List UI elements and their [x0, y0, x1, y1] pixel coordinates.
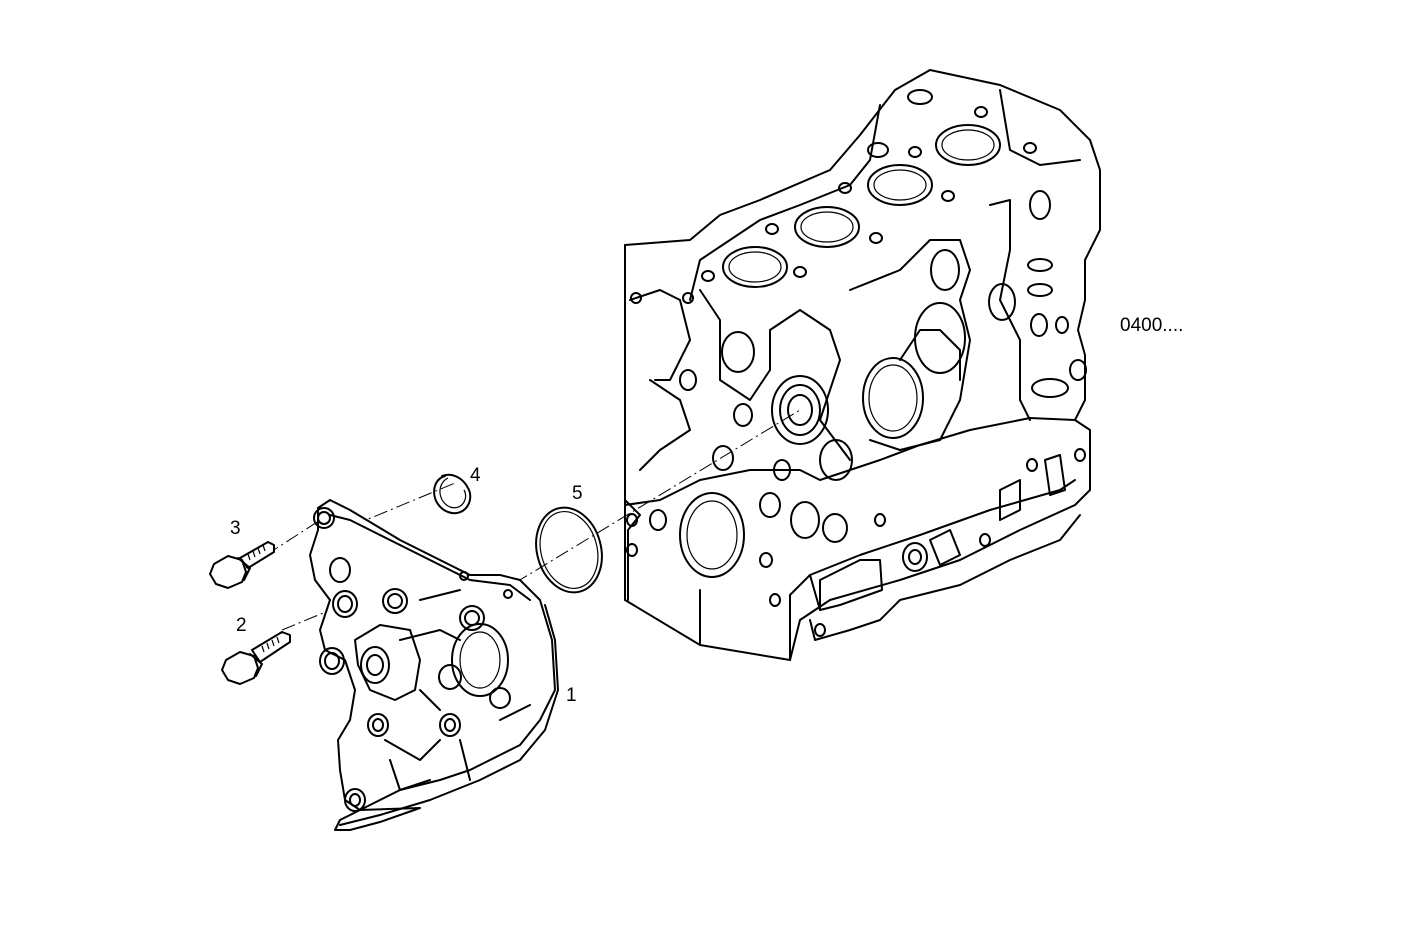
callout-5: 5: [572, 483, 583, 504]
part-5-o-ring: [535, 506, 603, 594]
callout-4: 4: [470, 465, 481, 486]
part-3-bolt: [209, 541, 275, 589]
callout-1: 1: [566, 685, 577, 706]
part-4-seal-ring: [433, 473, 472, 515]
part-2-bolt: [221, 631, 291, 685]
callout-2: 2: [236, 615, 247, 636]
engine-block: [624, 69, 1101, 661]
part-1-front-cover: [309, 499, 559, 831]
callout-3: 3: [230, 518, 241, 539]
reference-label: 0400....: [1120, 315, 1184, 336]
